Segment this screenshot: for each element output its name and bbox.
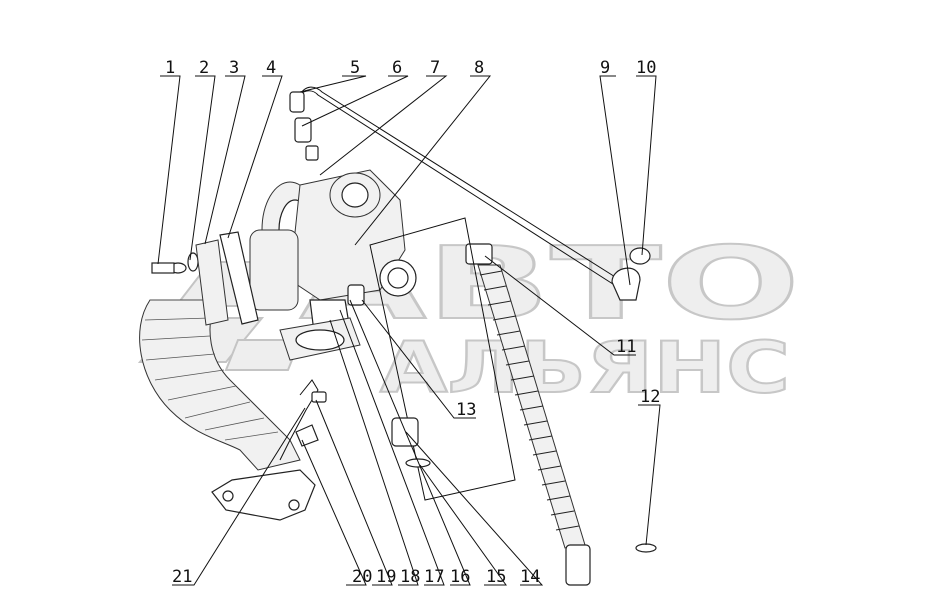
callout-9: 9 <box>600 58 610 78</box>
oil-feed-pipe <box>289 86 651 301</box>
callout-labels: 1 2 3 4 5 6 7 8 9 10 11 12 13 14 15 16 1… <box>165 58 660 587</box>
callout-10: 10 <box>636 58 656 78</box>
callout-8: 8 <box>474 58 484 78</box>
callout-1: 1 <box>165 58 175 78</box>
callout-6: 6 <box>392 58 402 78</box>
callout-4: 4 <box>266 58 276 78</box>
callout-2: 2 <box>199 58 209 78</box>
callout-14: 14 <box>520 567 540 587</box>
callout-5: 5 <box>350 58 360 78</box>
callout-15: 15 <box>486 567 506 587</box>
callout-18: 18 <box>400 567 420 587</box>
callout-21: 21 <box>172 567 192 587</box>
callout-12: 12 <box>640 387 660 407</box>
callout-17: 17 <box>424 567 444 587</box>
oil-drain-hose <box>465 243 591 586</box>
callout-3: 3 <box>229 58 239 78</box>
callout-16: 16 <box>450 567 470 587</box>
callout-11: 11 <box>616 337 636 357</box>
leader-lines <box>157 75 661 586</box>
callout-13: 13 <box>456 400 476 420</box>
callout-7: 7 <box>430 58 440 78</box>
drain-tube-box <box>347 217 516 501</box>
callout-19: 19 <box>376 567 396 587</box>
watermark-line2: АЛЬЯНС <box>380 327 790 409</box>
flange-gaskets <box>151 231 259 326</box>
bracket-bolts <box>279 379 657 553</box>
turbocharger-body <box>249 169 417 361</box>
callout-20: 20 <box>352 567 372 587</box>
